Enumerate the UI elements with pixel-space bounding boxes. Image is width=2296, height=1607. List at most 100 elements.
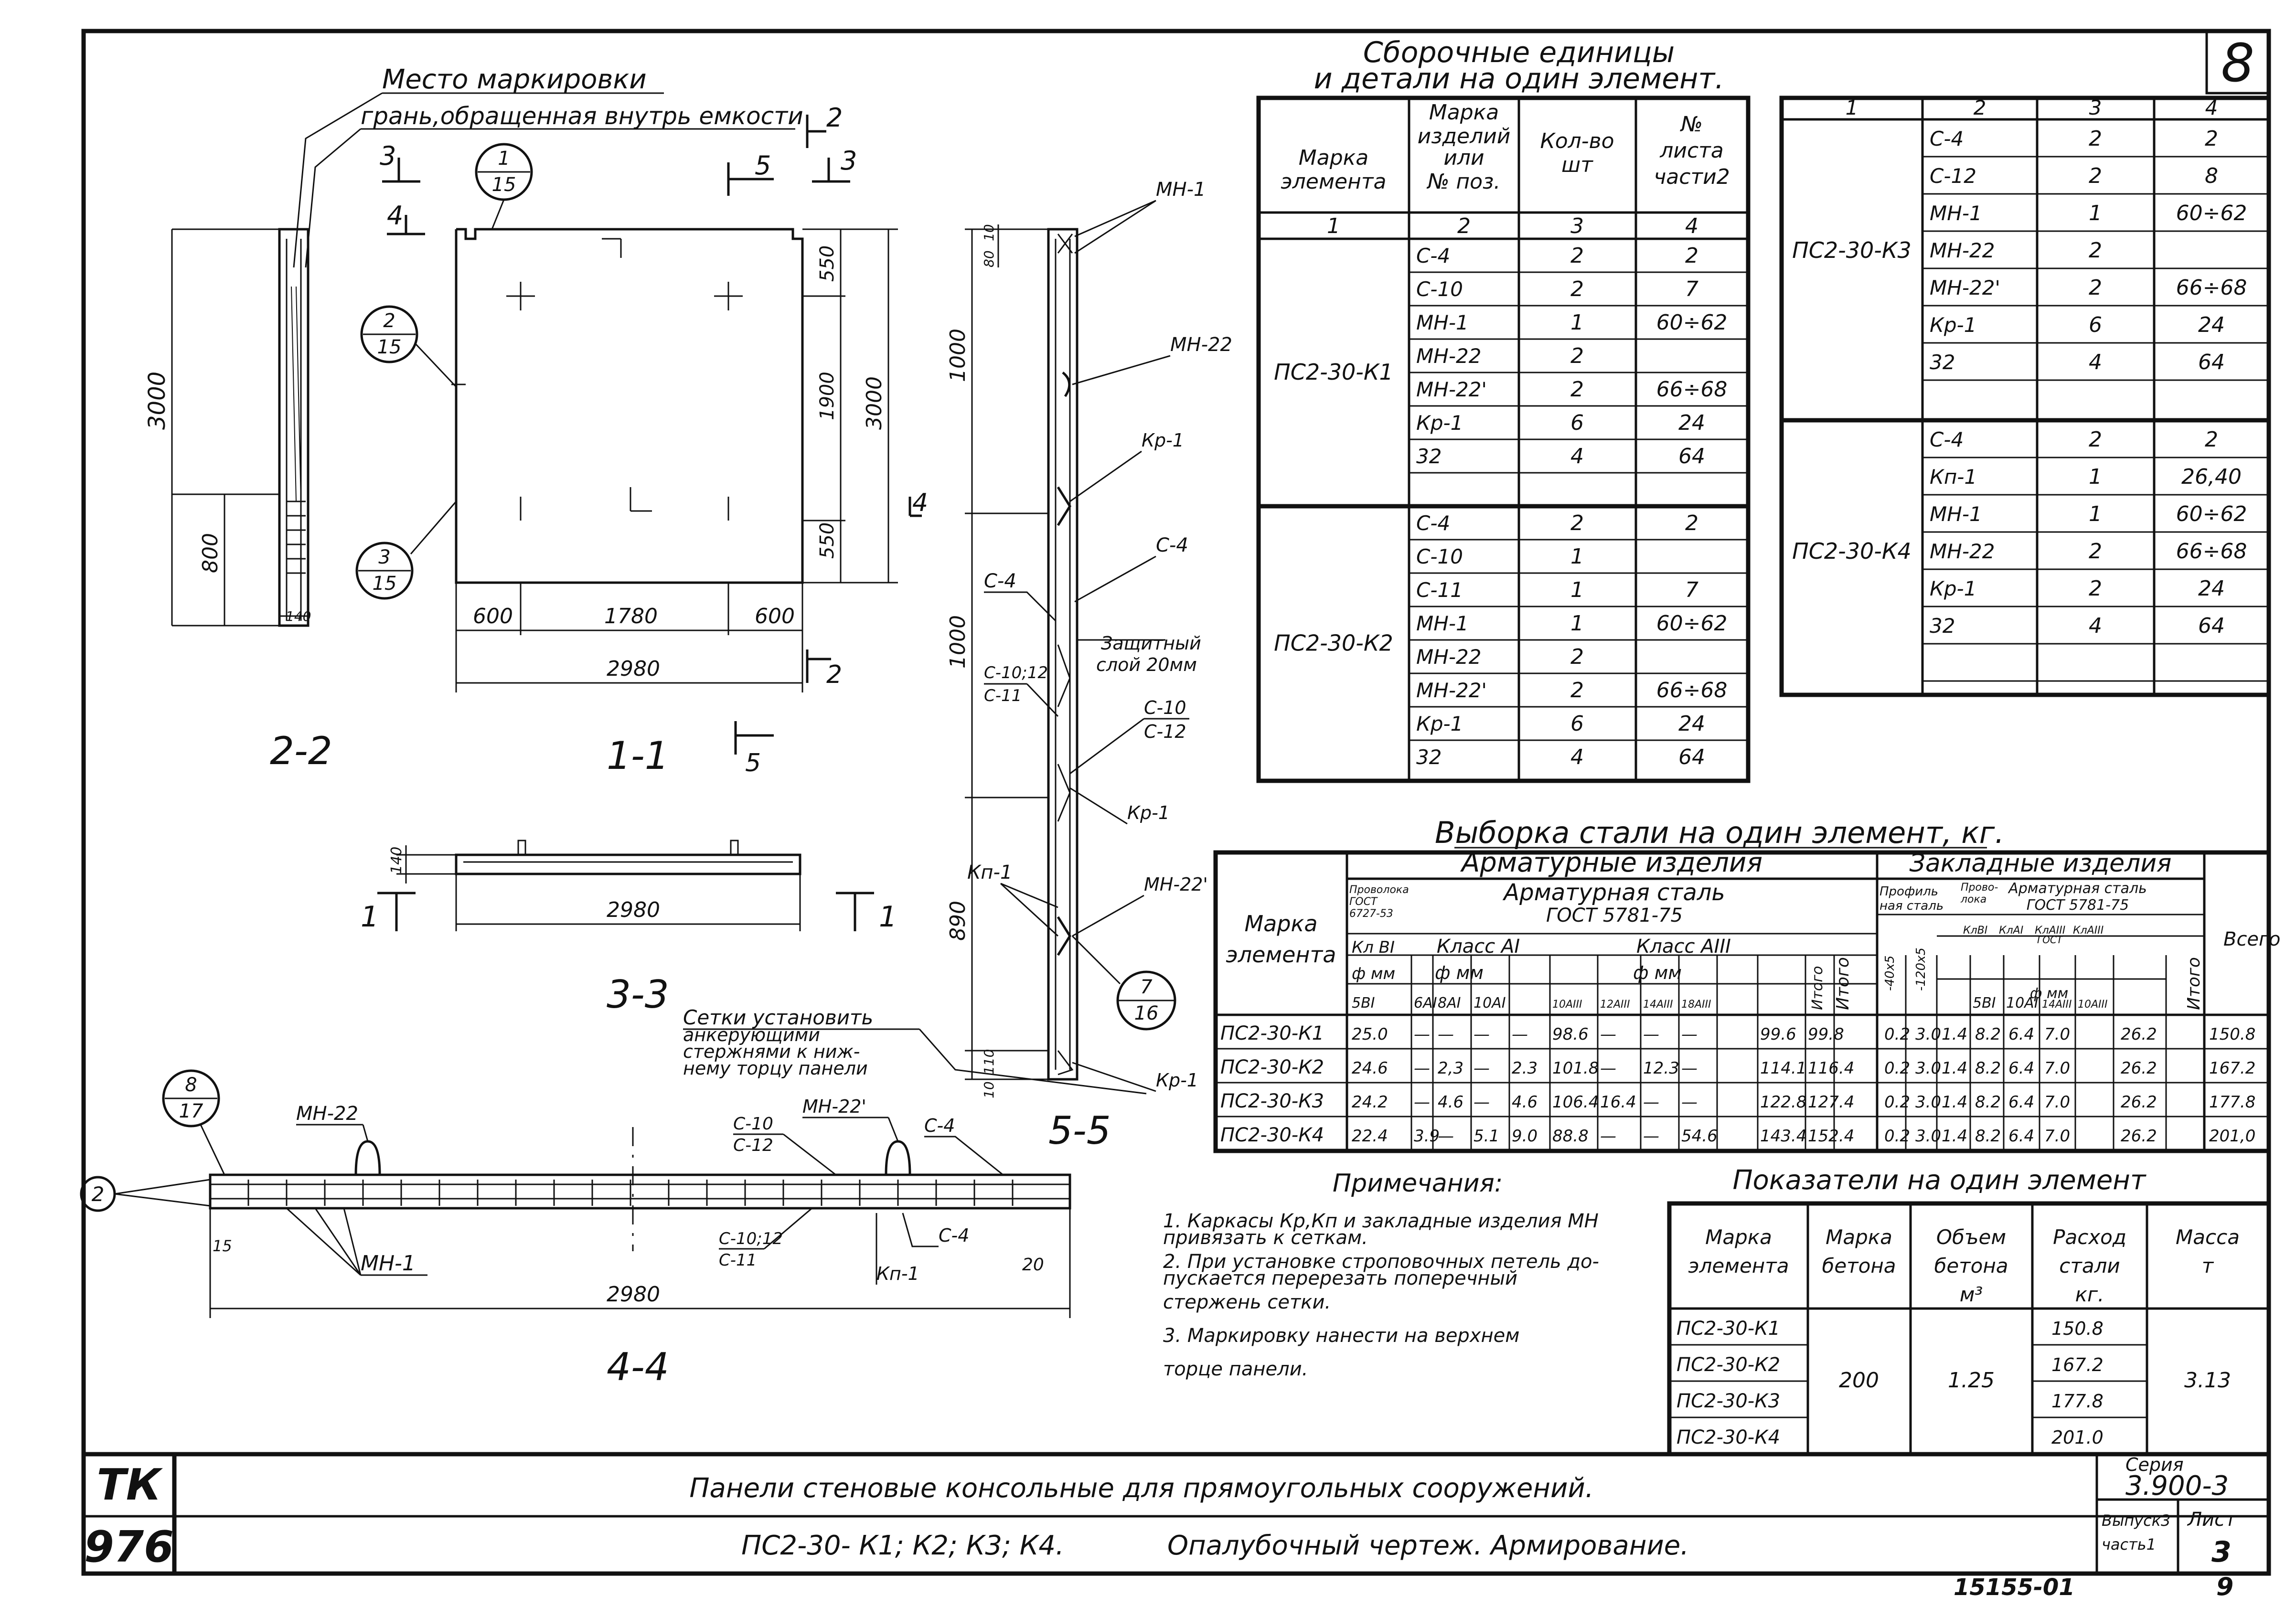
asm-item-sheet: 7	[1685, 277, 1698, 301]
steel-h-total: Всего	[2223, 928, 2281, 950]
asm-item-sheet: 24	[1678, 411, 1705, 435]
bubble-7-bottom: 16	[1134, 1002, 1159, 1024]
dim-v11-total: 2980	[607, 657, 660, 681]
ind-header-text: элемента	[1688, 1254, 1789, 1277]
dim-v11-r1: 550	[816, 245, 838, 282]
lbl55-kp1: Кп-1	[967, 862, 1012, 883]
indicators-table: Показатели на один элемент Маркаэлемента…	[1667, 1165, 2271, 1457]
asm2-item-sheet: 64	[2198, 614, 2225, 638]
steel-cell: 6.4	[2008, 1127, 2034, 1146]
asm2-item-mark: С-4	[1930, 428, 1964, 451]
steel-h-kl: КлBI	[1963, 925, 1987, 937]
ind-volume: 1.25	[1948, 1368, 1995, 1393]
lbl55-c10: С-10	[1144, 697, 1186, 718]
steel-cell: 99.8	[1808, 1025, 1844, 1044]
lbl55-kr1a: Кр-1	[1142, 430, 1184, 451]
logo-top: ТК	[97, 1460, 163, 1510]
view-2-2: 3000 800 140 2-2	[144, 228, 332, 773]
steel-cell: 4.6	[1438, 1093, 1463, 1112]
svg-text:стержнями к ниж-: стержнями к ниж-	[683, 1041, 860, 1062]
steel-cell: 201,0	[2209, 1127, 2255, 1146]
steel-cell: 26.2	[2121, 1025, 2157, 1044]
steel-cell: 98.6	[1552, 1025, 1589, 1044]
steel-cell: 6.4	[2008, 1093, 2034, 1112]
steel-cell: 177.8	[2209, 1093, 2255, 1112]
steel-cell: 3.9	[1414, 1127, 1440, 1146]
asm-item-mark: 32	[1416, 445, 1442, 468]
ind-element: ПС2-30-К4	[1677, 1426, 1780, 1448]
steel-cell: 8.2	[1975, 1059, 2001, 1078]
lbl44-c11: С-11	[719, 1251, 757, 1270]
steel-subcol: 8AI	[1438, 995, 1461, 1011]
dim-v55-2: 1000	[946, 615, 970, 669]
ind-header-text: Марка	[1826, 1225, 1892, 1249]
steel-h-armsteel: ГОСТ 5781-75	[1546, 905, 1683, 926]
steel-cell: 6.4	[2008, 1059, 2034, 1078]
marking-place-label: Место маркировки	[382, 64, 647, 95]
asm-item-qty: 2	[1570, 277, 1584, 301]
steel-cell: 1.4	[1942, 1127, 1967, 1146]
title-line2a: ПС2-30- К1; К2; К3; К4.	[741, 1530, 1064, 1561]
dim-v22-height: 3000	[144, 372, 171, 430]
asm2-item-sheet: 64	[2198, 350, 2225, 374]
steel-cell: —	[1438, 1025, 1454, 1044]
asm-item-mark: МН-1	[1416, 311, 1469, 334]
doc-number: 15155-01	[1954, 1574, 2075, 1601]
steel-cell: 127.4	[1808, 1093, 1854, 1112]
asm2-item-sheet: 24	[2198, 313, 2225, 337]
asm2-item-sheet: 60÷62	[2176, 201, 2247, 225]
dim-v44-right: 20	[1022, 1255, 1044, 1275]
steel-subcol: 12AIII	[1600, 999, 1630, 1011]
steel-subcol: 10AI	[1474, 995, 1506, 1011]
asm-item-mark: Кр-1	[1416, 712, 1463, 735]
face-leader	[305, 128, 361, 268]
asm-item-qty: 2	[1570, 678, 1584, 702]
asm-header-text: изделий	[1418, 124, 1511, 149]
steel-h-kl: КлАIII	[2073, 925, 2104, 937]
steel-h-phi: ф мм	[1435, 962, 1484, 983]
asm-item-qty: 1	[1570, 544, 1584, 569]
lbl55-mn22: МН-22	[1170, 334, 1232, 356]
page-number: 9	[2216, 1573, 2233, 1601]
steel-h-armature: Арматурные изделия	[1460, 847, 1762, 878]
asm-header-text: шт	[1561, 153, 1593, 177]
dim-v11-height: 3000	[862, 376, 886, 430]
steel-subcol: 5BI	[1973, 995, 1996, 1011]
note-line: стержень сетки.	[1163, 1291, 1331, 1313]
steel-subcol: 14AIII	[1643, 999, 1673, 1011]
steel-subcol: 5BI	[1352, 995, 1375, 1011]
asm-item-sheet: 24	[1678, 712, 1705, 736]
bubble-2-15: 2 15	[360, 305, 457, 388]
asm2-item-mark: 32	[1930, 614, 1955, 638]
steel-h-wire: 6727-53	[1349, 908, 1393, 920]
steel-cell: 7.0	[2044, 1127, 2070, 1146]
asm-header-text: №	[1679, 112, 1703, 137]
steel-cell: 3.0	[1915, 1093, 1941, 1112]
asm-header-text: листа	[1659, 138, 1724, 163]
asm-header-text: или	[1443, 146, 1484, 170]
steel-h-mark: Марка	[1244, 911, 1317, 937]
asm-header-text: Марка	[1299, 146, 1368, 170]
view-1-1: 600 1780 600 2980 550 1900 550 3000 1-1 …	[451, 228, 928, 778]
steel-cell: 8.2	[1975, 1093, 2001, 1112]
ind-steel: 201.0	[2051, 1427, 2104, 1448]
ind-mass: 3.13	[2184, 1368, 2231, 1393]
asm-item-qty: 1	[1570, 310, 1584, 335]
view-4-4: 2980 15 20 МН-22 С-10 С-12 МН-22' С-4 МН…	[80, 1069, 1071, 1389]
lbl55-c4b: С-4	[984, 570, 1016, 592]
steel-cell: 7.0	[2044, 1093, 2070, 1112]
dim-v11-r2: 1900	[816, 372, 838, 420]
asm-item-qty: 4	[1570, 745, 1584, 769]
view-4-4-label: 4-4	[607, 1345, 669, 1389]
steel-cell: 0.2	[1884, 1059, 1910, 1078]
asm2-item-mark: МН-22	[1930, 540, 1995, 563]
lbl55-kr1b: Кр-1	[1127, 802, 1170, 823]
asm-index-cell: 1	[1327, 214, 1340, 238]
steel-cell: —	[1414, 1093, 1430, 1112]
asm2-item-mark: МН-1	[1930, 202, 1982, 225]
asm2-item-mark: С-4	[1930, 127, 1964, 150]
steel-h-class: Класс АIII	[1636, 936, 1731, 958]
